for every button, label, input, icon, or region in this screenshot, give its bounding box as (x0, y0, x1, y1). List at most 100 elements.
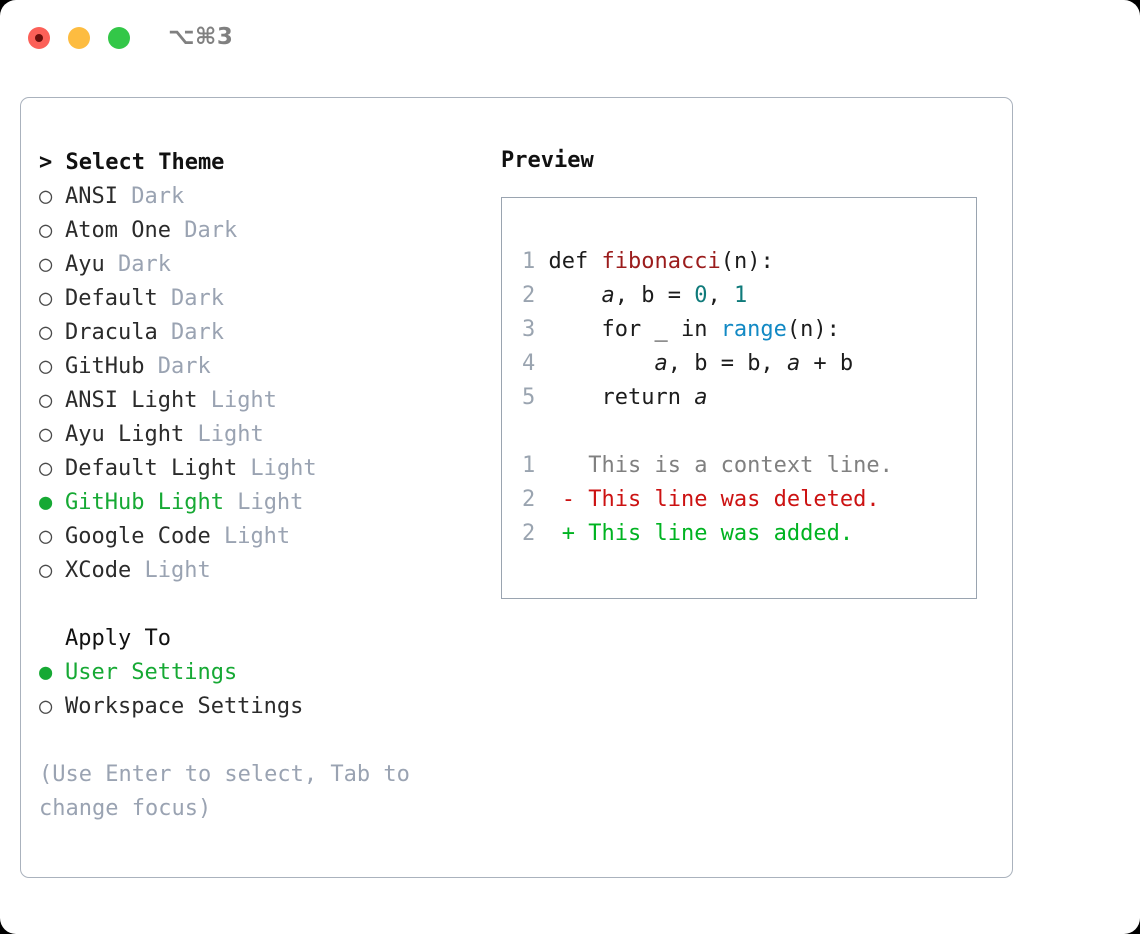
theme-option[interactable]: ○ ANSI Dark (39, 180, 469, 214)
preview-column: Preview 1 def fibonacci(n):2 a, b = 0, 1… (501, 146, 977, 599)
code-token (549, 351, 655, 376)
code-line: 5 return a (522, 381, 976, 415)
theme-option[interactable]: ○ Google Code Light (39, 520, 469, 554)
apply-to-option[interactable]: ● User Settings (39, 656, 469, 690)
line-number: 1 (522, 249, 549, 274)
code-token: b (641, 283, 655, 308)
radio-unselected-icon: ○ (39, 252, 53, 277)
diff-line-text: This is a context line. (548, 453, 893, 478)
code-token: + b (800, 351, 854, 376)
diff-line: 2 + This line was added. (522, 517, 976, 551)
code-token: , (707, 283, 734, 308)
theme-option-tag: Dark (117, 184, 185, 209)
theme-option-tag: Dark (104, 252, 171, 277)
radio-unselected-icon: ○ (39, 354, 53, 379)
theme-option-label: Ayu Light (65, 422, 185, 447)
radio-selected-icon: ● (39, 660, 53, 685)
code-token (549, 283, 602, 308)
theme-option-label: GitHub (65, 354, 145, 379)
code-token: a (654, 351, 668, 376)
theme-option-label: GitHub Light (65, 490, 224, 515)
radio-unselected-icon: ○ (39, 694, 53, 719)
code-token: 0 (694, 283, 708, 308)
apply-to-option-label: Workspace Settings (65, 694, 304, 719)
code-token: a (601, 283, 615, 308)
line-number: 2 (522, 283, 549, 308)
line-number: 2 (522, 521, 549, 546)
theme-list[interactable]: ○ANSI Dark○Atom One Dark○Ayu Dark○Defaul… (39, 180, 469, 588)
diff-line-text: - This line was deleted. (548, 487, 880, 512)
radio-unselected-icon: ○ (39, 558, 53, 583)
maximize-button[interactable] (108, 27, 130, 49)
theme-option[interactable]: ○Dracula Dark (39, 316, 469, 350)
theme-option[interactable]: ○ Default Dark (39, 282, 469, 316)
radio-unselected-icon: ○ (39, 218, 53, 243)
line-number: 4 (522, 351, 549, 376)
code-diff-gap (522, 415, 976, 449)
radio-unselected-icon: ○ (39, 184, 53, 209)
code-line: 2 a, b = 0, 1 (522, 279, 976, 313)
theme-option-tag: Light (223, 490, 304, 515)
code-token: , b = b, (667, 351, 787, 376)
theme-option-label: Atom One (65, 218, 171, 243)
code-token: range (720, 317, 787, 342)
diff-sample: 1 This is a context line.2 - This line w… (522, 449, 976, 551)
code-token: = (654, 283, 695, 308)
theme-option-tag: Light (237, 456, 317, 481)
theme-option-label: Ayu (65, 252, 105, 277)
apply-to-option[interactable]: ○ Workspace Settings (39, 690, 469, 724)
select-theme-header: > Select Theme (39, 150, 225, 175)
theme-option-label: ANSI Light (65, 388, 198, 413)
theme-option[interactable]: ● GitHub Light Light (39, 486, 469, 520)
code-token: a (786, 351, 801, 376)
theme-option[interactable]: ○ Ayu Light Light (39, 418, 469, 452)
theme-option-tag: Dark (144, 354, 211, 379)
theme-option[interactable]: ○ GitHub Dark (39, 350, 469, 384)
main-panel: > Select Theme ○ANSI Dark○Atom One Dark○… (20, 97, 1013, 878)
theme-option-label: Dracula (65, 320, 158, 345)
code-line: 4 a, b = b, a + b (522, 347, 976, 381)
code-line: 3 for _ in range(n): (522, 313, 976, 347)
code-token: return (548, 385, 695, 410)
code-line: 1 def fibonacci(n): (522, 245, 976, 279)
theme-option-tag: Light (197, 388, 277, 413)
theme-option-label: Default (65, 286, 158, 311)
radio-unselected-icon: ○ (39, 524, 53, 549)
code-token: for _ in (548, 317, 721, 342)
theme-option-tag: Light (131, 558, 211, 583)
theme-option[interactable]: ○Default Light Light (39, 452, 469, 486)
code-token: a (694, 385, 708, 410)
theme-option-tag: Light (210, 524, 291, 549)
radio-unselected-icon: ○ (39, 422, 53, 447)
theme-option[interactable]: ○Atom One Dark (39, 214, 469, 248)
theme-option-label: Google Code (65, 524, 211, 549)
list-spacer (39, 588, 469, 622)
code-token: fibonacci (601, 249, 721, 274)
theme-option-tag: Light (184, 422, 264, 447)
theme-option-label: Default Light (65, 456, 238, 481)
code-token: (n): (786, 317, 840, 342)
theme-selection-column: > Select Theme ○ANSI Dark○Atom One Dark○… (39, 146, 469, 826)
preview-title: Preview (501, 148, 594, 173)
title-bar: ⌥⌘3 (0, 0, 1140, 78)
theme-option-label: ANSI (65, 184, 118, 209)
theme-option[interactable]: ○XCode Light (39, 554, 469, 588)
theme-option-tag: Dark (157, 286, 224, 311)
minimize-button[interactable] (68, 27, 90, 49)
radio-unselected-icon: ○ (39, 286, 53, 311)
apply-to-list[interactable]: ● User Settings ○ Workspace Settings (39, 656, 469, 724)
code-token: 1 (733, 283, 748, 308)
code-token: (n): (720, 249, 774, 274)
radio-unselected-icon: ○ (39, 388, 53, 413)
line-number: 3 (522, 317, 549, 342)
apply-to-header: Apply To (65, 626, 171, 651)
radio-selected-icon: ● (39, 490, 53, 515)
apply-to-option-label: User Settings (65, 660, 238, 685)
keyboard-hint: (Use Enter to select, Tab to change focu… (39, 762, 410, 821)
theme-option[interactable]: ○ Ayu Dark (39, 248, 469, 282)
close-button[interactable] (28, 27, 50, 49)
theme-option[interactable]: ○ ANSI Light Light (39, 384, 469, 418)
